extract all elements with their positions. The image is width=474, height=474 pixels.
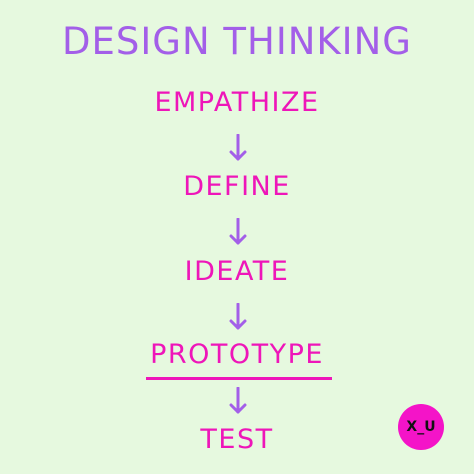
step-empathize: EMPATHIZE — [154, 87, 320, 118]
step-ideate: IDEATE — [184, 256, 290, 287]
step-prototype: PROTOTYPE — [150, 339, 324, 370]
arrow-down-icon — [229, 218, 247, 246]
arrow-down-icon — [229, 387, 247, 415]
arrow-down-icon — [229, 134, 247, 162]
step-define: DEFINE — [183, 171, 291, 202]
logo-badge: X_U — [398, 404, 444, 450]
arrow-down-icon — [229, 303, 247, 331]
step-test: TEST — [200, 424, 274, 455]
page-title: DESIGN THINKING — [62, 20, 412, 63]
logo-text: X_U — [406, 419, 436, 435]
prototype-underline — [146, 377, 332, 380]
